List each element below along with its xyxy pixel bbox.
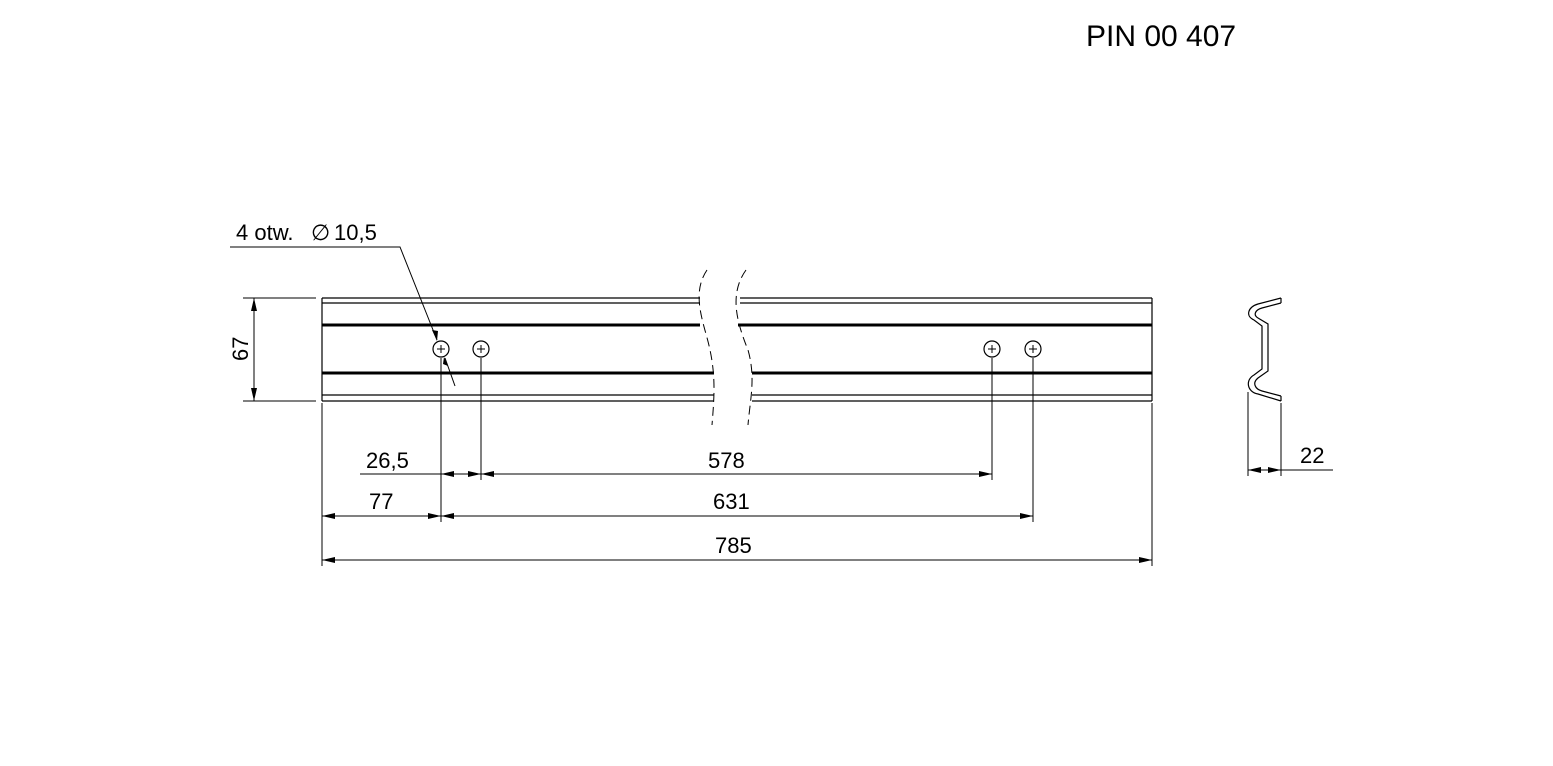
extension-lines (321, 358, 1153, 566)
diameter-symbol: ∅ (311, 220, 330, 245)
hole-4 (1024, 340, 1042, 358)
dim-total-length-label: 785 (715, 533, 752, 558)
drawing-number: PIN 00 407 (1086, 20, 1236, 53)
holes (432, 340, 1042, 358)
rail-profile-view: 22 (1247, 297, 1333, 476)
dim-edge-to-hole-label: 77 (369, 489, 393, 514)
dim-row-2: 77 631 (322, 489, 1033, 519)
dim-hole-pitch-label: 26,5 (366, 448, 409, 473)
dim-inner-span-label: 578 (708, 448, 745, 473)
dim-outer-span-label: 631 (713, 489, 750, 514)
dim-row-1: 26,5 578 (360, 448, 992, 477)
dim-height-label: 67 (228, 337, 253, 361)
holes-note: 4 otw. ∅ 10,5 (230, 220, 456, 387)
holes-note-prefix: 4 otw. (236, 220, 293, 245)
hole-3 (983, 340, 1001, 358)
dim-profile-depth-label: 22 (1300, 443, 1324, 468)
hole-1 (432, 340, 450, 358)
rail-front-view (321, 269, 1153, 426)
dim-height: 67 (228, 297, 316, 402)
dim-row-3: 785 (322, 533, 1152, 563)
holes-note-diameter: 10,5 (334, 220, 377, 245)
hole-2 (472, 340, 490, 358)
